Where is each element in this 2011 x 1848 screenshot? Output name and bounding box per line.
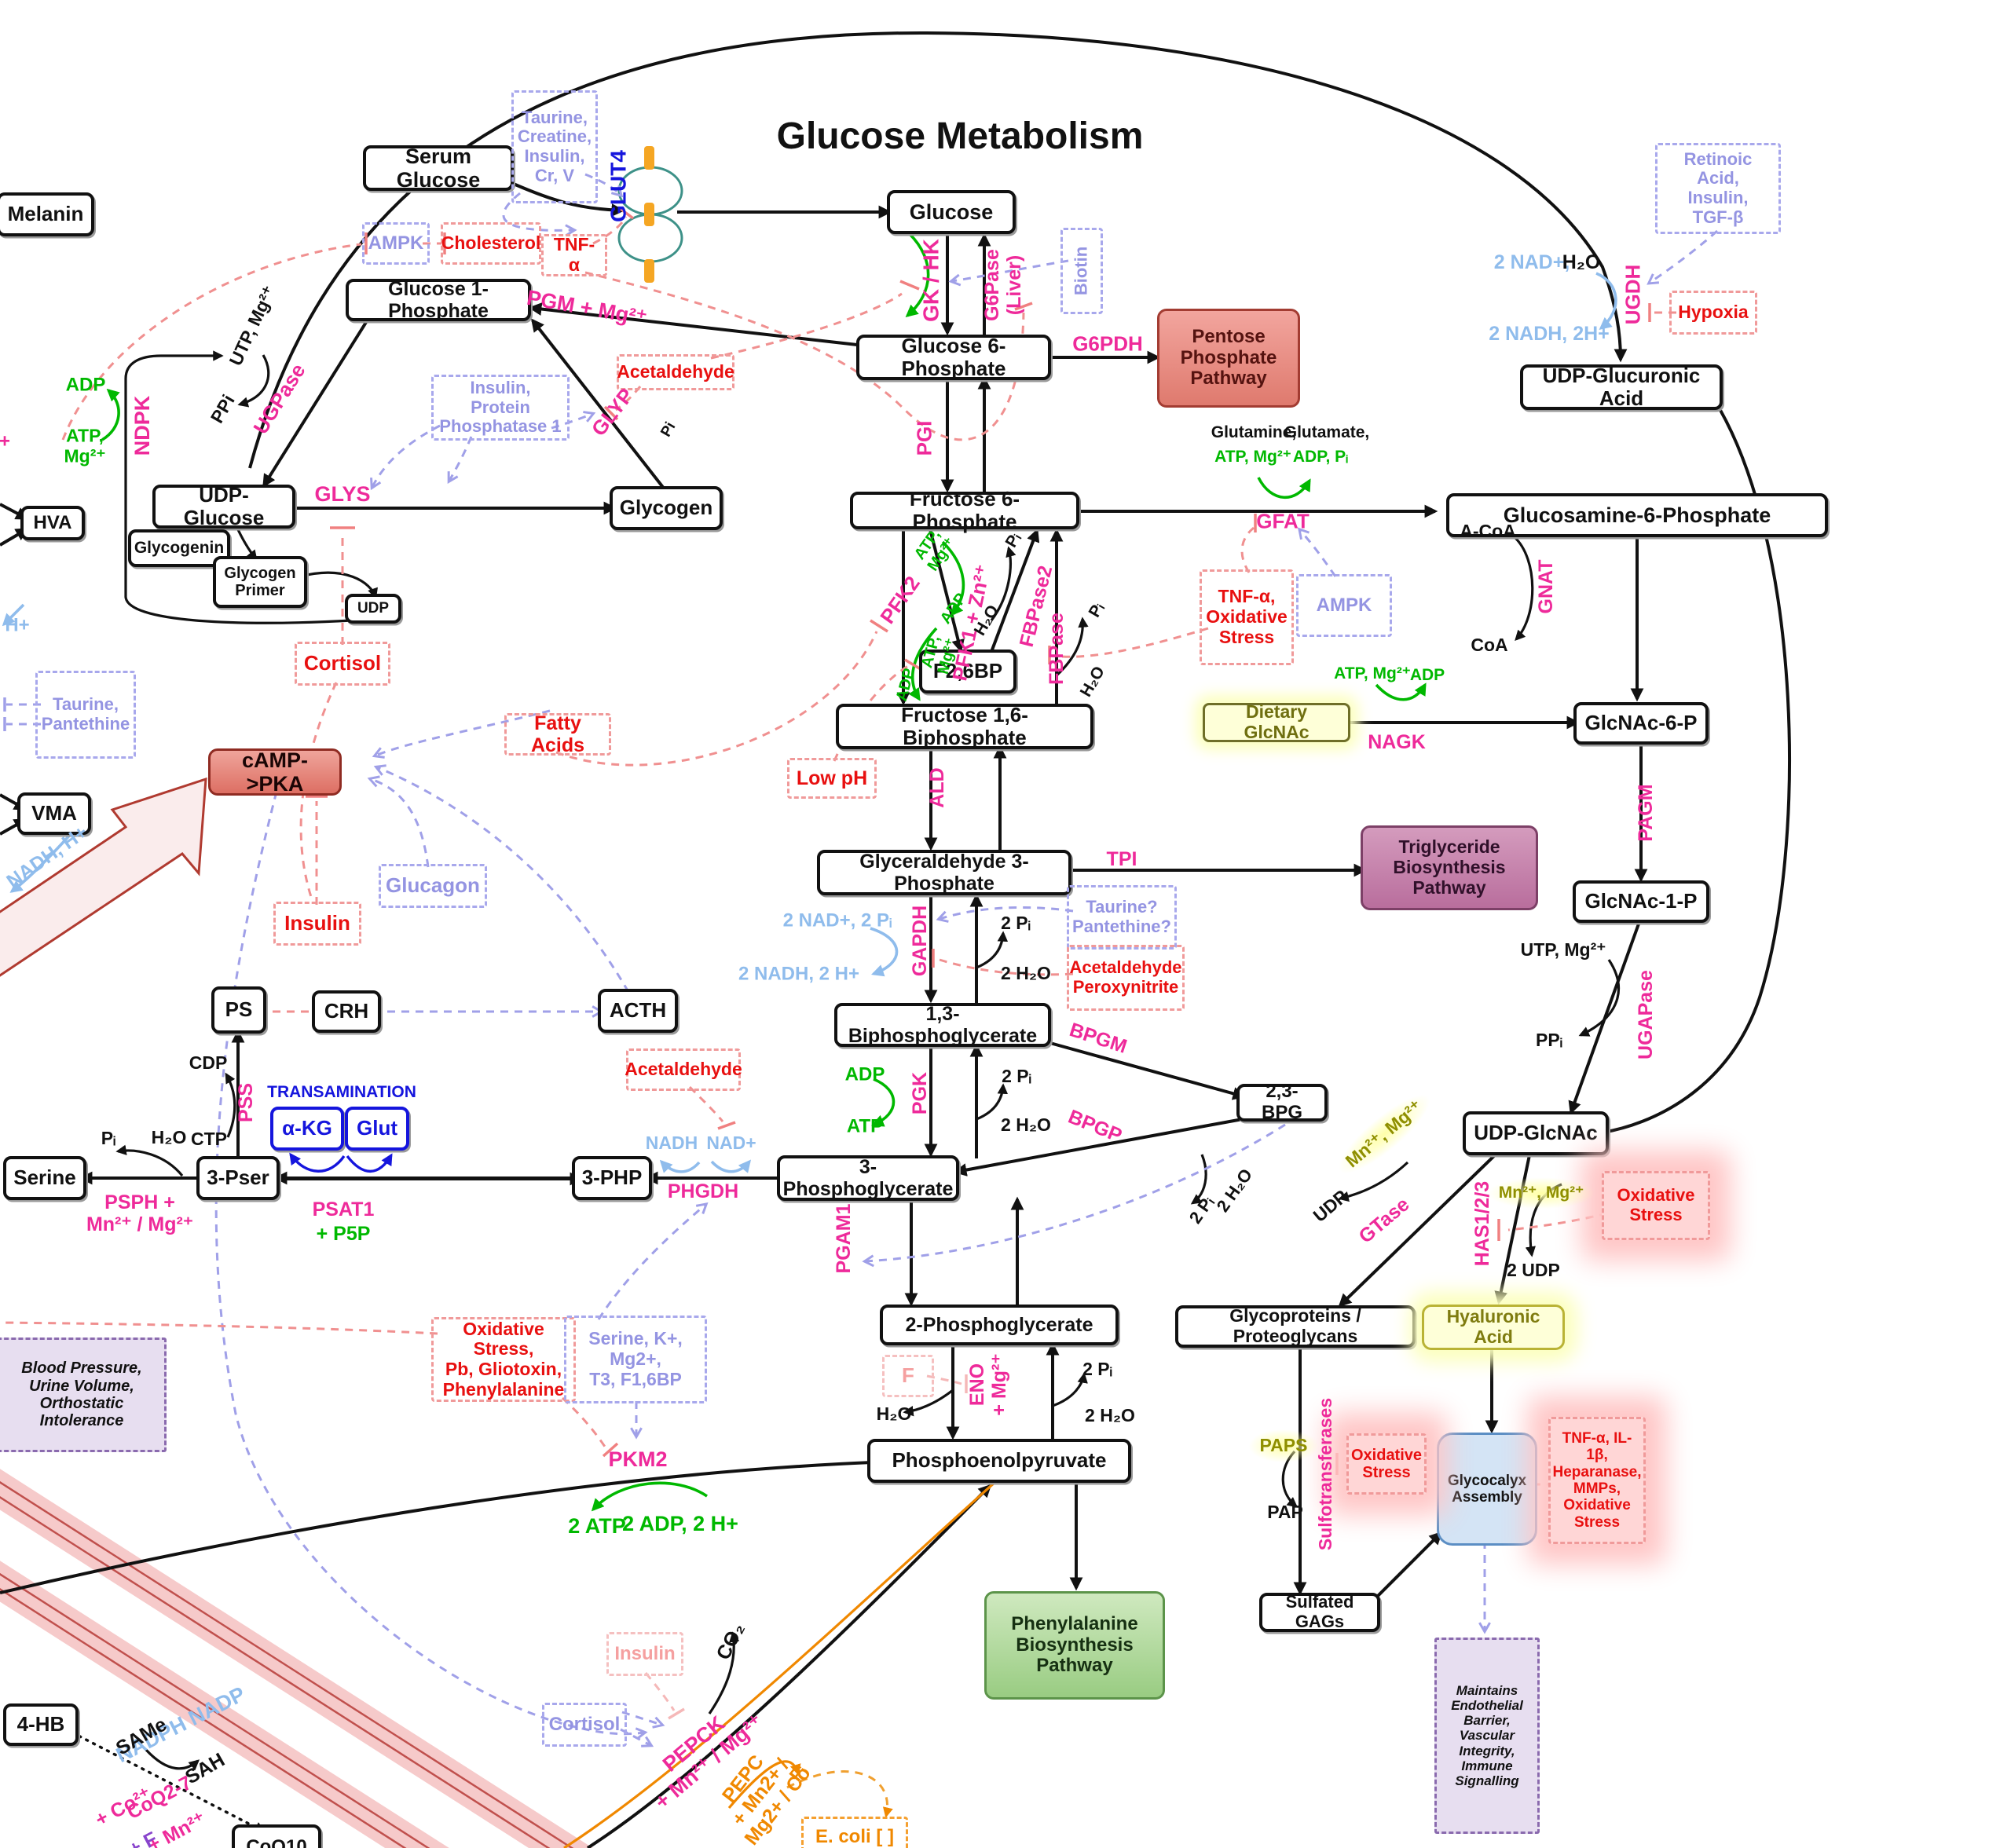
diagram-lines — [0, 31, 1791, 1848]
